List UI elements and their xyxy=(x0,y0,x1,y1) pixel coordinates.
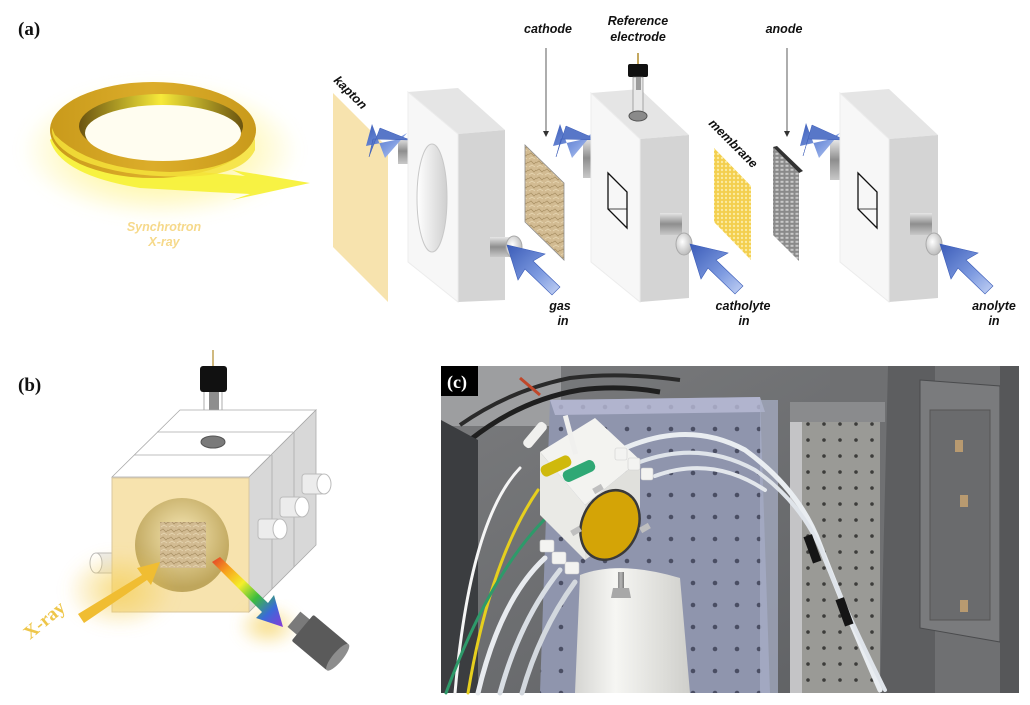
side-port xyxy=(301,473,332,495)
side-port xyxy=(257,518,288,540)
panel-label-c: (c) xyxy=(447,372,467,393)
detector-icon xyxy=(287,611,350,671)
anode-edge xyxy=(773,146,803,173)
anolyte-inlet-label: anolyte xyxy=(972,299,1016,313)
side-port xyxy=(279,496,310,518)
reference-electrode-icon xyxy=(628,53,648,122)
assembled-cell-cube xyxy=(89,409,332,613)
catholyte-inlet-label-line2: in xyxy=(738,314,749,328)
reservoir-cylinder xyxy=(575,568,690,693)
end-plate-frame xyxy=(407,88,523,304)
electrode-wires xyxy=(444,466,562,695)
synchrotron-ring-icon xyxy=(20,80,310,220)
cathode-label: cathode xyxy=(524,22,572,36)
kapton-window xyxy=(333,93,388,302)
gas-inlet-label-line2: in xyxy=(557,314,568,328)
gas-inlet-arrow-icon xyxy=(506,244,561,296)
xray-beam-label: X-ray xyxy=(20,597,70,644)
reference-electrode-label-line2: electrode xyxy=(610,30,666,44)
panel-label-c-bg xyxy=(441,366,478,396)
xray-beam-arrow-icon xyxy=(78,562,160,623)
anode-pointer-head xyxy=(784,131,790,137)
kapton-window-photo xyxy=(579,489,641,561)
tube-connector xyxy=(803,534,822,564)
anode-sheet xyxy=(773,147,799,261)
xray-source-label: X-ray xyxy=(147,235,180,249)
cathode-pointer-head xyxy=(543,131,549,137)
yellow-clip xyxy=(540,455,572,477)
tube-connector xyxy=(835,597,854,627)
cathode-sheet xyxy=(524,144,565,261)
fluorescence-arrow-icon xyxy=(212,557,283,627)
green-clip xyxy=(562,460,596,482)
anolyte-inlet-label-line2: in xyxy=(988,314,999,328)
membrane-sheet xyxy=(714,148,751,260)
panel-label-b: (b) xyxy=(18,375,41,396)
white-clip xyxy=(523,421,547,449)
reference-electrode-label: Reference xyxy=(608,14,668,28)
panel-a: (a) Synchrotron X-ray kapton xyxy=(18,14,1016,328)
catholyte-inlet-arrow-icon xyxy=(689,243,744,295)
synchrotron-label: Synchrotron xyxy=(127,220,202,234)
anolyte-frame xyxy=(839,89,943,304)
flow-arrow-outlet-3 xyxy=(800,123,846,180)
panel-c-photo: (c) xyxy=(441,366,1019,696)
gas-inlet-label: gas xyxy=(548,299,571,313)
anolyte-inlet-arrow-icon xyxy=(939,243,994,295)
tube-fittings xyxy=(539,447,654,575)
fluorescence-glow xyxy=(236,604,300,648)
anode-label: anode xyxy=(766,22,803,36)
panel-b: (b) xyxy=(18,350,350,671)
catholyte-inlet-label: catholyte xyxy=(716,299,771,313)
panel-label-a: (a) xyxy=(18,19,40,40)
